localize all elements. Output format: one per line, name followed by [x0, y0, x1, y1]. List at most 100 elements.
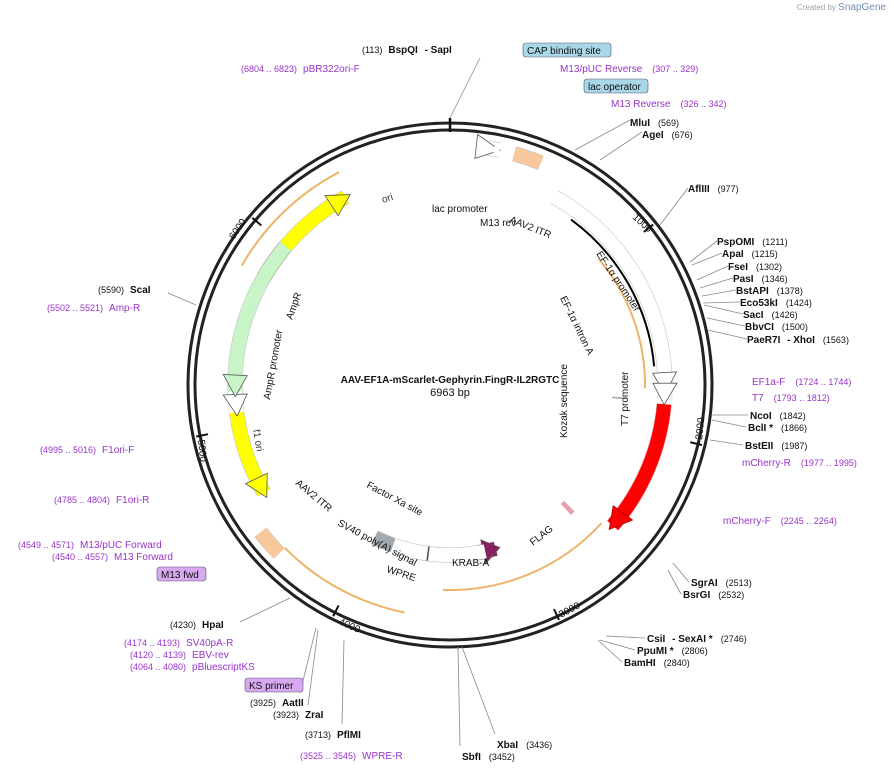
primer-label: (4549 .. 4571)M13/pUC Forward: [18, 540, 162, 551]
feature-label-ef1a-intron: EF-1α intron A: [557, 294, 595, 357]
feature-label-lac-promoter: lac promoter: [432, 204, 488, 215]
enzyme-label: SbfI(3452): [462, 752, 515, 763]
primer-label: M13 Reverse(326 .. 342): [611, 99, 727, 110]
tick-mark: [643, 223, 654, 233]
leader-line: [699, 277, 734, 289]
leader-line: [457, 646, 461, 747]
leader-line: [667, 569, 682, 595]
primer-label: mCherry-F(2245 .. 2264): [723, 516, 837, 527]
feature-label-ampr-promoter: AmpR promoter: [262, 328, 285, 400]
enzyme-label: SgrAI(2513): [691, 578, 752, 589]
boxed-labels: CAP binding site lac operator M13 fwd KS…: [156, 42, 649, 693]
snapgene-logo-text: SnapGene: [838, 2, 886, 13]
feature-arrowhead: [474, 133, 501, 159]
feature-aav2-itr: [512, 146, 544, 170]
tick-label-5000: 5000: [195, 439, 208, 463]
enzyme-label: XbaI(3436): [497, 740, 552, 751]
primer-label: T7(1793 .. 1812): [752, 393, 830, 404]
leader-line: [239, 597, 291, 623]
primer-label: mCherry-R(1977 .. 1995): [742, 458, 857, 469]
feature-ampr: [228, 241, 292, 392]
m13-fwd-label: M13 fwd: [161, 570, 199, 581]
binding-track: [284, 547, 405, 614]
primer-label: (4120 .. 4139)EBV-rev: [130, 650, 229, 661]
primer-label: (4785 .. 4804)F1ori-R: [54, 495, 149, 506]
leader-line: [707, 329, 748, 340]
leader-line: [659, 187, 689, 226]
tick-marks: [195, 217, 703, 621]
feature-flag: [561, 501, 575, 515]
enzyme-label: (3713)PflMI: [305, 730, 361, 741]
lac-operator-label: lac operator: [588, 82, 641, 93]
enzyme-label: PasI(1346): [733, 274, 788, 285]
feature-ef-1-promoter: [550, 190, 672, 389]
enzyme-label: (113)BspQI - SapI: [362, 45, 452, 56]
feature-label-flag: FLAG: [528, 523, 556, 548]
leader-line: [691, 252, 723, 266]
credit-text: Created by: [796, 3, 836, 12]
enzyme-label: CsiI - SexAI *(2746): [647, 634, 747, 645]
feature-arrowhead: [324, 194, 351, 217]
feature-label-m13-rev: M13 rev: [480, 218, 516, 229]
primer-label: (4174 .. 4193)SV40pA-R: [124, 638, 233, 649]
feature-sv40-poly-a-signal: [371, 531, 396, 552]
leader-line: [461, 646, 496, 735]
leader-line: [605, 635, 646, 639]
primer-labels: (6804 .. 6823)pBR322ori-F M13/pUC Revers…: [18, 64, 857, 762]
primer-label: M13/pUC Reverse(307 .. 329): [560, 64, 698, 75]
feature-label-aav2-itr-2: AAV2 ITR: [293, 478, 334, 515]
leader-line: [307, 629, 319, 706]
ks-primer-box: [244, 677, 304, 693]
feature-m13-rev: [492, 142, 501, 158]
enzyme-label: BstEII(1987): [745, 441, 807, 452]
enzyme-label: SacI(1426): [743, 310, 798, 321]
leader-line: [341, 639, 345, 725]
leader-line: [672, 562, 690, 583]
feature-label-ori: ori: [381, 192, 395, 206]
enzyme-label: (5590)ScaI: [98, 285, 151, 296]
tick-mark: [332, 605, 340, 617]
feature-label-kozak: Kozak sequence: [559, 364, 570, 438]
feature-arrowhead: [222, 374, 248, 398]
leader-line: [449, 57, 481, 119]
enzyme-label: MluI(569): [630, 118, 679, 129]
feature-label-krab-a: KRAB-A: [452, 558, 490, 569]
enzyme-label: PaeR7I - XhoI(1563): [747, 335, 849, 346]
label-leaders: [167, 57, 748, 747]
leader-line: [696, 265, 729, 281]
enzyme-label: AgeI(676): [642, 130, 693, 141]
leader-line: [709, 439, 744, 446]
enzyme-labels: (113)BspQI - SapI MluI(569) AgeI(676) Af…: [98, 45, 849, 763]
enzyme-label: BclI *(1866): [748, 423, 807, 434]
m13-fwd-box: [156, 566, 207, 582]
feature-label-ampr: AmpR: [284, 291, 304, 321]
enzyme-label: BamHI(2840): [624, 658, 690, 669]
binding-track: [241, 171, 340, 266]
leader-line: [597, 639, 623, 663]
tick-label-2000: 2000: [694, 417, 707, 441]
leader-line: [574, 119, 631, 151]
primer-label: (5502 .. 5521)Amp-R: [47, 303, 140, 314]
leader-line: [711, 419, 747, 428]
enzyme-label: BbvCI(1500): [745, 322, 808, 333]
feature-arrowhead: [652, 382, 678, 406]
enzyme-label: BsrGI(2532): [683, 590, 744, 601]
enzyme-label: BstAPI(1378): [736, 286, 803, 297]
leader-line: [706, 317, 746, 327]
tick-label-4000: 4000: [337, 617, 362, 636]
leader-line: [689, 240, 718, 263]
feature-wpre: [392, 539, 487, 562]
enzyme-label: PspOMI(1211): [717, 237, 788, 248]
enzyme-label: AflIII(977): [688, 184, 739, 195]
feature-aav2-itr: [254, 527, 285, 559]
feature-label-t7: T7 promoter: [620, 371, 631, 426]
binding-track: [442, 522, 603, 591]
ks-primer-label: KS primer: [249, 681, 294, 692]
feature-label-f1-ori: f1 ori: [250, 429, 265, 453]
feature-ef-1-intron-a: [570, 218, 656, 367]
snapgene-credit: Created by SnapGene: [797, 2, 886, 13]
tick-mark: [251, 217, 263, 227]
primer-label: (4064 .. 4080)pBluescriptKS: [130, 662, 255, 673]
lac-operator-box: [583, 78, 649, 94]
